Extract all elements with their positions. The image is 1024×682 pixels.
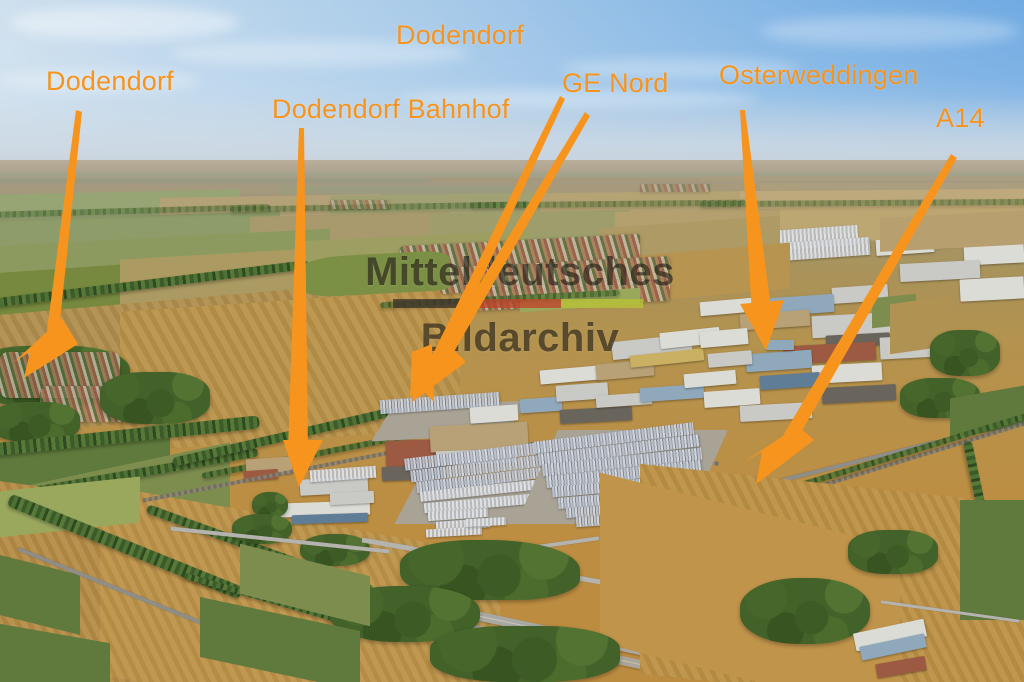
far-field-band [430,177,730,182]
cloud [170,40,470,66]
trees [930,330,1000,376]
watermark-line-1: Mitteldeutsches [365,250,675,294]
building [811,362,883,384]
trees [848,530,938,574]
field-green [960,500,1024,620]
far-field-band [700,176,1024,181]
far-field-band [520,184,800,194]
label-dodendorf-north: Dodendorf [396,20,524,50]
cloud [10,6,240,40]
building [766,340,794,350]
farm-trees [740,578,870,644]
far-field-band [0,186,300,194]
label-dodendorf-bahnhof: Dodendorf Bahnhof [272,94,510,124]
distant-village [330,200,390,209]
watermark-flag-bar [393,299,643,308]
watermark-line-2: Bildarchiv [420,316,620,360]
building [329,490,375,506]
label-dodendorf-west: Dodendorf [46,66,174,96]
label-a14: A14 [936,103,985,133]
distant-village [640,184,710,192]
building [469,404,519,424]
building [959,276,1024,302]
trees [252,492,288,518]
cloud [760,16,1020,46]
village-woods [100,372,210,424]
far-field-band [0,178,430,183]
cloud [560,58,800,80]
label-osterweddingen: Osterweddingen [719,60,919,90]
far-field-band [280,185,540,194]
label-ge-nord: GE Nord [562,68,669,98]
woods [430,626,620,682]
cloud [0,70,200,92]
